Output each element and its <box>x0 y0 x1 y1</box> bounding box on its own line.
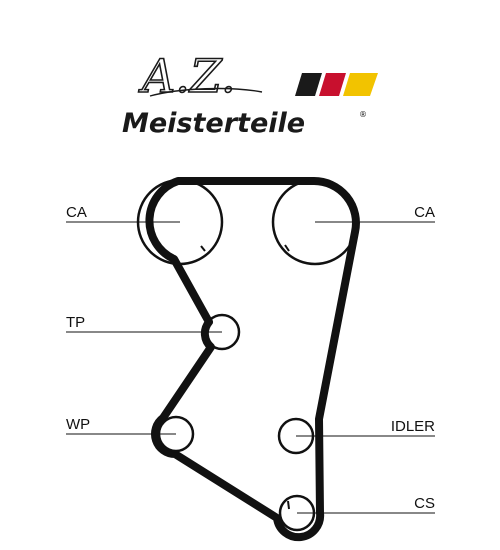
label-ca-right: CA <box>414 204 435 221</box>
timing-belt <box>145 177 360 542</box>
label-ca-left: CA <box>66 204 87 221</box>
label-wp: WP <box>66 416 90 433</box>
brand-logo: A.Z. Meisterteile ® <box>122 48 378 139</box>
label-tp: TP <box>66 314 85 331</box>
label-idler: IDLER <box>391 418 435 435</box>
label-cs: CS <box>414 495 435 512</box>
brand-name: Meisterteile <box>122 108 305 139</box>
registered-mark: ® <box>359 110 367 119</box>
flag-stripes-icon <box>295 73 378 96</box>
logo-script-underline <box>149 87 263 97</box>
leader-lines <box>66 221 435 514</box>
